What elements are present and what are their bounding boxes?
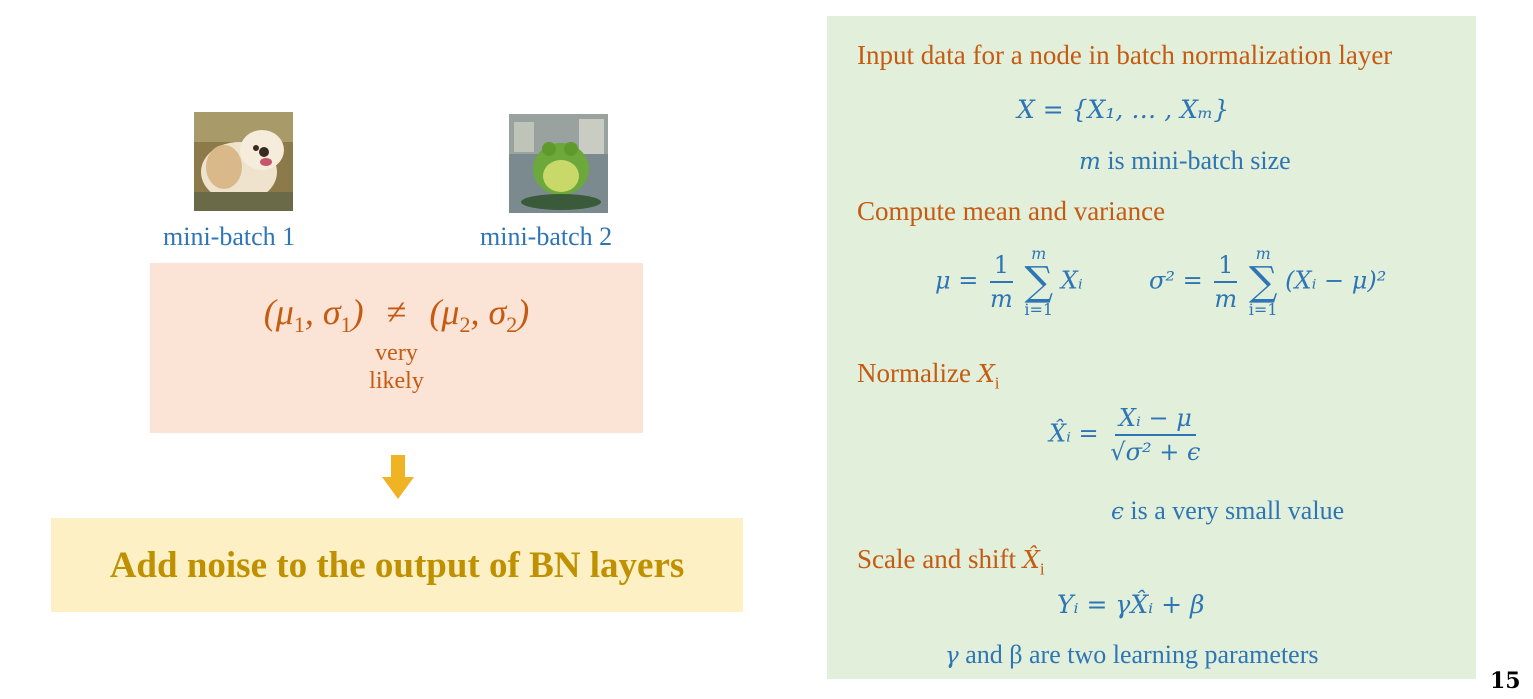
note-batch-size: m is mini-batch size [1079,146,1291,175]
note-epsilon: ϵ is a very small value [1111,496,1345,525]
formula-input-set: X = {X₁, … , Xₘ} [1017,95,1230,124]
heading-input-data: Input data for a node in batch normaliza… [857,40,1393,70]
down-arrow-icon [382,455,414,499]
batch-norm-panel: Input data for a node in batch normaliza… [827,16,1476,679]
very-likely-note: very likely [369,340,424,394]
mini-batch-2-label: mini-batch 2 [480,222,613,251]
heading-normalize: Normalize Xi [857,358,1000,393]
statistics-box: (μ1, σ1) ≠ (μ2, σ2) very likely [150,263,643,433]
formula-scale-shift: Yᵢ = γX̂ᵢ + β [1057,590,1205,619]
page-number: 15 [1490,668,1521,694]
note-learning-parameters: γ and β are two learning parameters [945,640,1319,669]
frog-image [509,114,608,213]
statistics-inequality: (μ1, σ1) ≠ (μ2, σ2) [263,292,530,338]
dog-image [194,112,293,211]
conclusion-text: Add noise to the output of BN layers [109,544,685,586]
mini-batch-1-label: mini-batch 1 [163,222,296,251]
conclusion-box: Add noise to the output of BN layers [51,518,743,612]
formula-normalize: X̂ᵢ = Xᵢ − μ√σ² + ϵ [1049,404,1201,466]
heading-mean-variance: Compute mean and variance [857,196,1166,226]
heading-scale-shift: Scale and shift X̂i [857,544,1045,579]
